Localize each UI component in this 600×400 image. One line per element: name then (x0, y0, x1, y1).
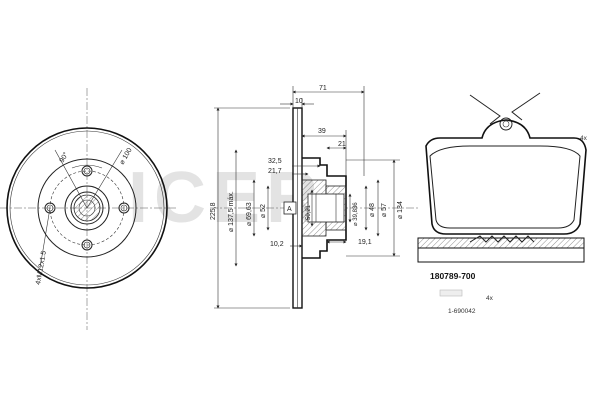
dim-137-5: ⌀ 137,5 máx. (228, 191, 235, 232)
thread-label: 4xM12x1.5 (35, 250, 48, 285)
hub-bore (64, 185, 110, 231)
dim-57: ⌀ 57 (381, 203, 388, 217)
dim-225-8: 225,8 (210, 202, 217, 220)
accessory-qty-label: 4x (486, 295, 494, 302)
dim-50-21: 50,21 (306, 204, 312, 220)
marker-a: A (287, 206, 292, 213)
disc-outer-edge (6, 127, 168, 289)
dim-21: 21 (338, 141, 346, 148)
dim-32-5: 32,5 (268, 158, 282, 165)
dim-10: 10 (295, 98, 303, 105)
spring-clip-icon (469, 92, 541, 125)
watermark-logo: ICER (128, 158, 324, 238)
dim-134: ⌀ 134 (397, 201, 404, 219)
wear-indicator-icon (469, 235, 535, 243)
disc-front-view: 90° ⌀ 100 4xM12x1.5 (0, 88, 178, 330)
brake-pad-view: 4x 180789-700 (417, 92, 588, 281)
accessory-view: 4x 1-690042 (439, 289, 494, 315)
dim-19-1: 19,1 (358, 239, 372, 246)
accessory-part-number: 1-690042 (448, 308, 476, 315)
dim-39-836: ⌀ 39,836 (353, 202, 359, 226)
pad-part-number: 180789-700 (430, 271, 476, 281)
bolt-hole-icon (44, 165, 130, 251)
dim-52: ⌀ 52 (260, 204, 267, 218)
pad-qty-label: 4x (580, 135, 588, 142)
pad-backing-plate (425, 119, 587, 235)
disc-section-view: A 71 10 39 21 32,5 21,7 10,2 19,1 225,8 … (210, 85, 420, 309)
accessory-clip-icon (439, 289, 463, 297)
dim-71: 71 (319, 85, 327, 92)
dim-48: ⌀ 48 (369, 203, 376, 217)
dim-10-2: 10,2 (270, 241, 284, 248)
disc-hat-edge (37, 158, 137, 258)
angle-label: 90° (58, 151, 70, 164)
dim-21-7: 21,7 (268, 168, 282, 175)
dim-69-63: ⌀ 69,63 (246, 202, 253, 226)
dim-39: 39 (318, 128, 326, 135)
